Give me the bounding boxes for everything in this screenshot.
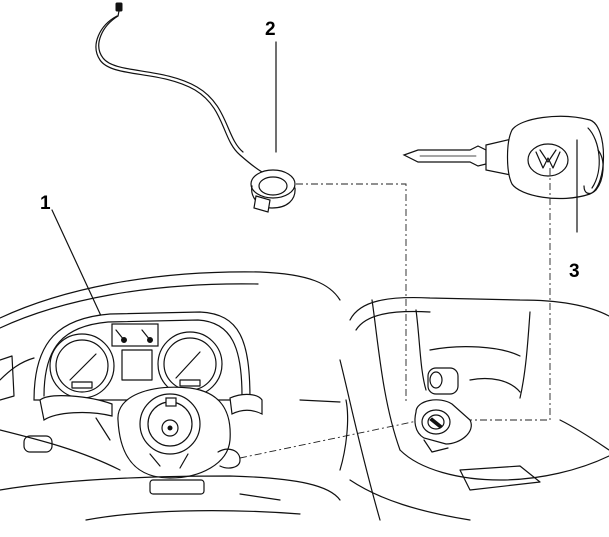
- dashboard-view: [0, 271, 341, 521]
- label-3: 3: [569, 261, 580, 282]
- ignition-key: [402, 115, 605, 200]
- vw-logo-icon: [527, 143, 569, 177]
- label-2: 2: [265, 19, 276, 40]
- reader-coil: [95, 2, 296, 213]
- leader-lines: [51, 41, 578, 459]
- lock-view: [339, 296, 609, 521]
- label-1: 1: [40, 193, 51, 214]
